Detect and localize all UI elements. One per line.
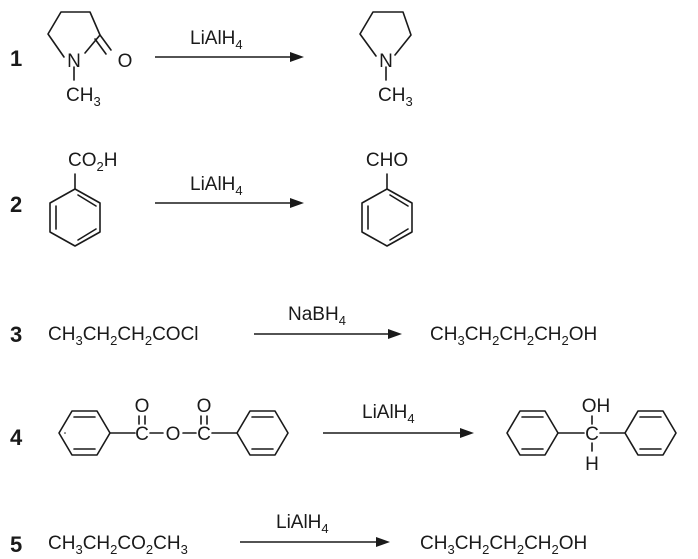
reactant-n-methylpyrrolidinone: N O CH3 [47, 11, 133, 109]
carbonyl-oxygen: O [118, 51, 133, 72]
ring-nitrogen: N [67, 51, 81, 72]
reaction-1: 1 N O CH3 LiAlH4 N CH3 [10, 11, 413, 109]
reactant-methyl-propanoate: CH3CH2CO2CH3 [48, 533, 188, 557]
product-butanol: CH3CH2CH2CH2OH [420, 533, 587, 557]
bridge-oxygen: O [166, 424, 181, 445]
product-benzaldehyde: CHO [361, 150, 413, 247]
ring-double-bond [77, 228, 97, 241]
reagent-label: LiAlH4 [362, 402, 415, 426]
ring-double-bond [77, 194, 97, 207]
product-n-methylpyrrolidine: N CH3 [359, 11, 413, 109]
reaction-number: 2 [10, 192, 22, 217]
carbonyl-oxygen-2: O [197, 396, 212, 417]
carbonyl-oxygen-1: O [135, 396, 150, 417]
benzene-ring-left [58, 410, 111, 456]
arrow-head [290, 52, 304, 62]
benzene-ring-right [236, 410, 289, 456]
ring-double-bond [389, 194, 409, 207]
aldehyde-label: CHO [366, 150, 408, 171]
reaction-number: 5 [10, 532, 22, 557]
methyl-label: CH3 [66, 85, 101, 109]
benzene-ring-right [624, 410, 677, 456]
reaction-4: 4 C O O C O LiAlH4 [10, 396, 677, 475]
arrow-head [376, 537, 390, 547]
benzene-ring-left [506, 410, 559, 456]
ring-double-bond [389, 228, 409, 241]
hydrogen-label: H [585, 454, 599, 475]
reactant-benzoic-anhydride: C O O C O [58, 396, 289, 456]
hydroxyl-label: OH [582, 396, 611, 417]
reactant-benzoic-acid: CO2H [49, 150, 117, 247]
arrow-head [388, 329, 402, 339]
reaction-2: 2 CO2H LiAlH4 CHO [10, 150, 413, 247]
reaction-number: 3 [10, 322, 22, 347]
carbonyl-bond-1 [99, 34, 112, 51]
benzene-ring [361, 188, 413, 247]
product-butanol: CH3CH2CH2CH2OH [430, 324, 597, 348]
reaction-number: 4 [10, 425, 23, 450]
arrow-head [460, 428, 474, 438]
reagent-label: LiAlH4 [190, 28, 243, 52]
reagent-label: NaBH4 [288, 304, 346, 328]
ring-nitrogen: N [379, 51, 393, 72]
carbonyl-carbon-1: C [135, 424, 149, 445]
carboxyl-label: CO2H [68, 150, 117, 174]
carbonyl-bond-2 [94, 38, 107, 55]
methyl-label: CH3 [378, 85, 413, 109]
reaction-5: 5 CH3CH2CO2CH3 LiAlH4 CH3CH2CH2CH2OH [10, 512, 587, 557]
product-diphenylmethanol: C OH H [506, 396, 677, 475]
reagent-label: LiAlH4 [190, 174, 243, 198]
ring-bonds [359, 11, 412, 57]
reaction-3: 3 CH3CH2CH2COCl NaBH4 CH3CH2CH2CH2OH [10, 304, 597, 348]
ring-bonds [47, 11, 101, 58]
benzene-ring [49, 188, 101, 247]
reactant-butanoyl-chloride: CH3CH2CH2COCl [48, 324, 199, 348]
arrow-head [290, 198, 304, 208]
carbonyl-carbon-2: C [197, 424, 211, 445]
reagent-label: LiAlH4 [276, 512, 329, 536]
central-carbon: C [585, 424, 599, 445]
reaction-number: 1 [10, 46, 22, 71]
